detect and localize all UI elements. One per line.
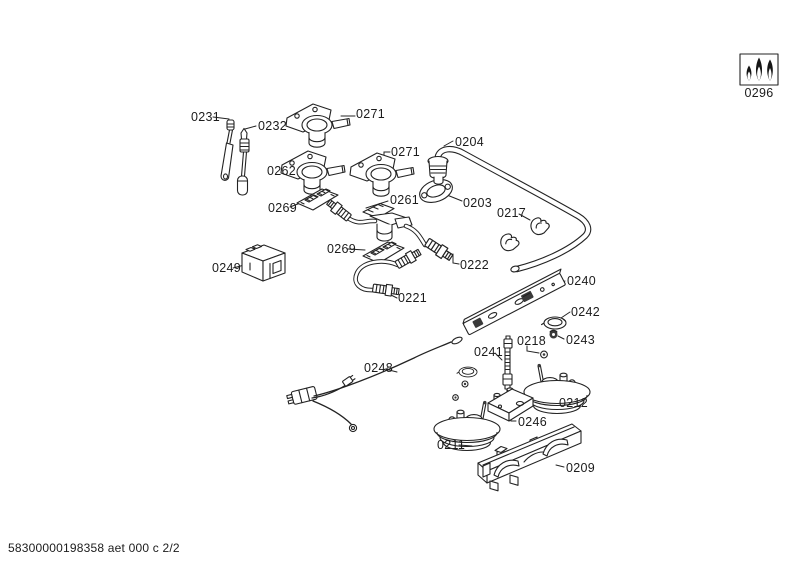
part-label-0222[interactable]: 0222 — [460, 258, 490, 272]
gas-flames-icon — [739, 53, 779, 86]
part-label-0242[interactable]: 0242 — [571, 305, 601, 319]
part-label-0212[interactable]: 0212 — [559, 396, 589, 410]
part-0218-drawing — [540, 350, 548, 359]
part-label-0203[interactable]: 0203 — [463, 196, 493, 210]
part-0231-drawing — [220, 119, 235, 181]
part-0261-drawing — [324, 197, 425, 245]
part-0249-drawing — [241, 244, 286, 282]
part-label-0241[interactable]: 0241 — [474, 345, 504, 359]
part-label-0261[interactable]: 0261 — [390, 193, 420, 207]
part-label-0271-b[interactable]: 0271 — [391, 145, 421, 159]
part-0271-b-drawing — [349, 152, 415, 197]
part-0204-drawing — [427, 149, 588, 273]
part-label-0211[interactable]: 0211 — [437, 438, 466, 452]
part-label-0209[interactable]: 0209 — [566, 461, 596, 475]
part-label-0249[interactable]: 0249 — [212, 261, 242, 275]
part-label-0204[interactable]: 0204 — [455, 135, 485, 149]
part-0242-drawing — [540, 316, 567, 330]
part-0241-drawing — [502, 335, 513, 390]
part-0246-drawing — [487, 387, 534, 422]
part-0217-a-drawing — [529, 216, 551, 236]
part-0240-drawing — [462, 268, 566, 336]
part-0203-drawing — [419, 178, 453, 204]
part-0248-drawing — [286, 336, 463, 433]
part-0232-drawing — [236, 127, 250, 196]
part-label-0262[interactable]: 0262 — [267, 164, 297, 178]
part-label-0232[interactable]: 0232 — [258, 119, 288, 133]
part-label-0231[interactable]: 0231 — [191, 110, 221, 124]
part-0222-drawing — [423, 236, 455, 264]
part-label-0217[interactable]: 0217 — [497, 206, 527, 220]
part-0243-drawing — [549, 329, 558, 339]
part-label-0240[interactable]: 0240 — [567, 274, 597, 288]
part-label-0271-a[interactable]: 0271 — [356, 107, 386, 121]
part-0271-a-drawing — [285, 103, 351, 148]
part-label-0218[interactable]: 0218 — [517, 334, 547, 348]
part-0217-b-drawing — [499, 232, 521, 252]
part-label-0296[interactable]: 0296 — [744, 86, 774, 100]
part-label-0243[interactable]: 0243 — [566, 333, 596, 347]
small-cap-and-nuts-drawing — [452, 366, 478, 401]
part-label-0248[interactable]: 0248 — [364, 361, 394, 375]
part-label-0221[interactable]: 0221 — [398, 291, 428, 305]
part-label-0269-a[interactable]: 0269 — [268, 201, 298, 215]
document-number: 58300000198358 aet 000 c 2/2 — [8, 541, 180, 555]
part-label-0246[interactable]: 0246 — [518, 415, 548, 429]
part-0209-drawing — [477, 423, 582, 492]
part-label-0269-b[interactable]: 0269 — [327, 242, 357, 256]
